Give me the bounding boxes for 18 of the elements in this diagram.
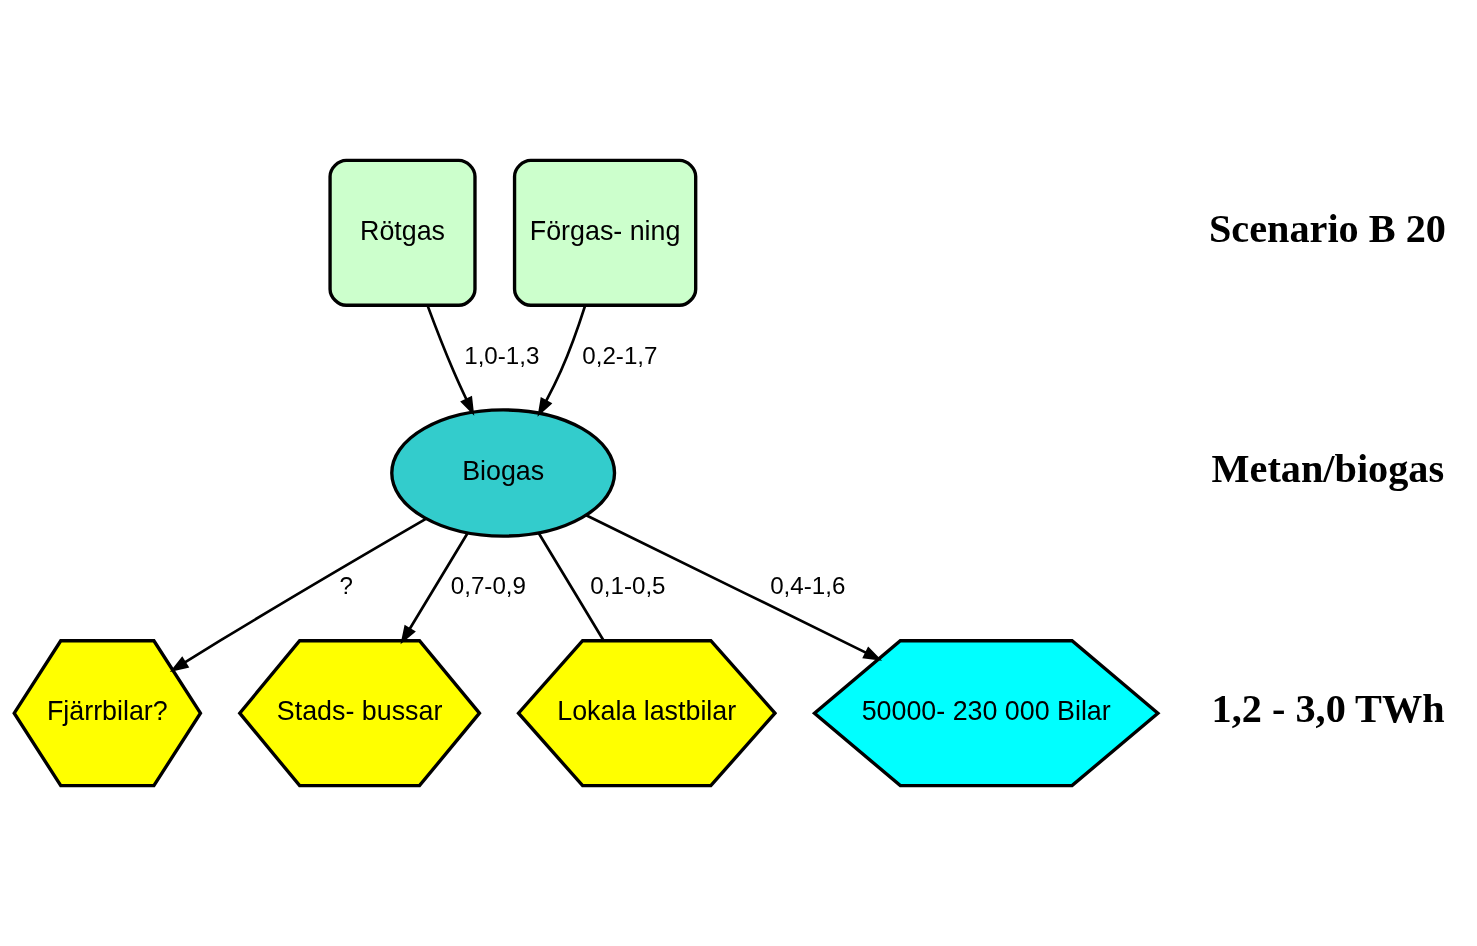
label: 1,2 - 3,0 TWh <box>1211 685 1445 731</box>
edge-label: 0,7-0,9 <box>450 572 526 600</box>
node-box: Förgas- ning <box>512 158 698 307</box>
label: Metan/biogas <box>1211 445 1445 491</box>
edge-label: ? <box>339 572 353 600</box>
arrow <box>169 517 427 672</box>
arrow <box>426 304 475 416</box>
arrow <box>585 513 883 661</box>
connector <box>537 532 605 642</box>
label: Scenario B 20 <box>1208 205 1446 251</box>
arrow <box>400 532 469 645</box>
edge-label: 1,0-1,3 <box>464 341 540 369</box>
node-box: Rötgas <box>328 158 477 307</box>
node-ellipse: Biogas <box>390 408 617 538</box>
arrow <box>537 305 587 417</box>
edge-label: 0,1-0,5 <box>590 572 666 600</box>
edge-label: 0,2-1,7 <box>582 341 658 369</box>
edge-label: 0,4-1,6 <box>770 572 846 600</box>
